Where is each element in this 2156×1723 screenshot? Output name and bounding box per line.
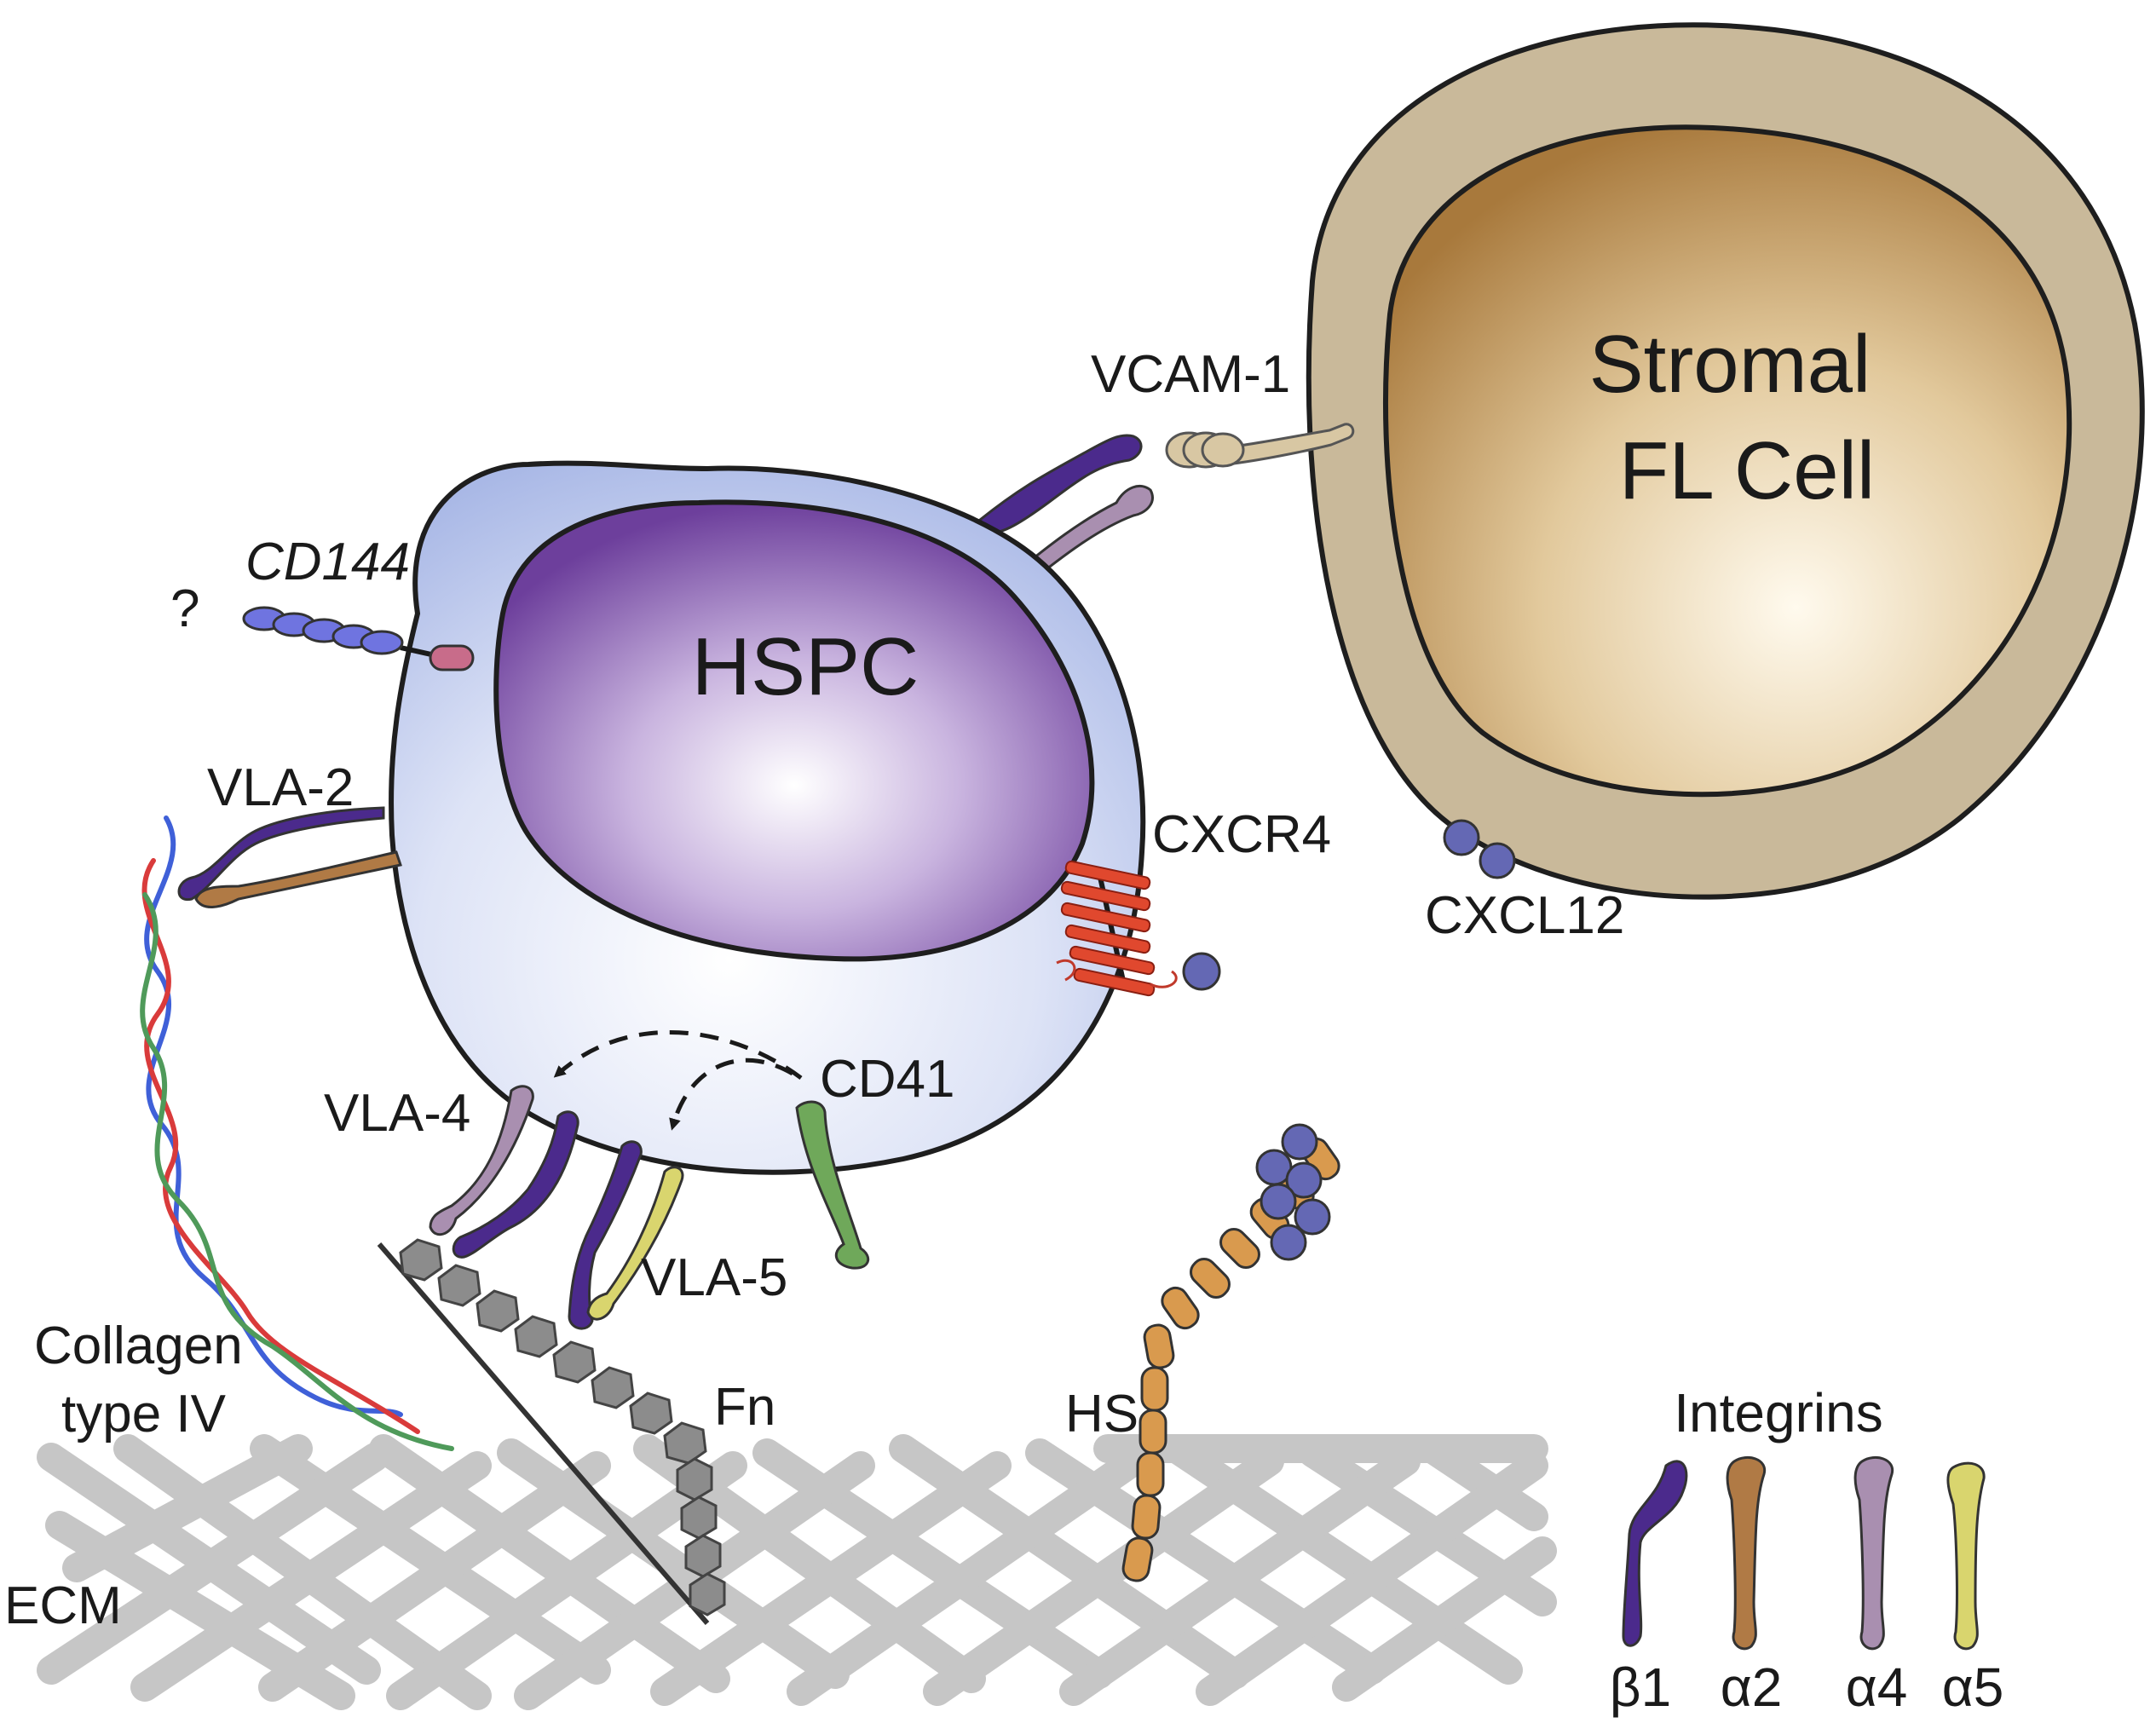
hspc-nucleus: [493, 499, 1095, 962]
collagen-type-iv-icon: [140, 815, 454, 1451]
beta1-integrin-icon: [1622, 1460, 1688, 1647]
fn-label: Fn: [714, 1378, 775, 1437]
cxcl12-cluster-icon: [1255, 1123, 1331, 1261]
fibronectin-chain: [377, 1238, 726, 1625]
vla5-label: VLA-5: [641, 1248, 787, 1307]
cxcr4-label: CXCR4: [1152, 805, 1331, 864]
stromal-nucleus: [1382, 124, 2072, 798]
collagen-label-line2: type IV: [61, 1385, 227, 1444]
legend-label-alpha5: α5: [1942, 1657, 2004, 1718]
beta1-integrin-icon: [977, 434, 1143, 534]
stromal-cell-label-line1: Stromal: [1589, 319, 1871, 410]
ecm-mesh: [37, 1434, 1557, 1710]
hspc-label: HSPC: [692, 621, 919, 712]
alpha4-integrin-icon: [1853, 1456, 1894, 1651]
legend-label-beta1: β1: [1610, 1657, 1671, 1718]
cd41-icon: [795, 1100, 870, 1270]
alpha4-integrin-icon: [429, 1085, 534, 1236]
vla4-label: VLA-4: [324, 1084, 470, 1143]
beta1-integrin-icon: [568, 1140, 643, 1330]
cd41-label: CD41: [820, 1050, 955, 1109]
integrins-legend: Integrins β1 α2 α4 α5: [1610, 1382, 2004, 1718]
cxcr4-receptor-icon: [1056, 860, 1221, 997]
hspc-cell: HSPC: [389, 460, 1146, 1175]
alpha5-integrin-icon: [586, 1166, 684, 1321]
vcam1-label: VCAM-1: [1091, 345, 1290, 404]
vla5-integrin-pair: [568, 1140, 684, 1330]
cxcl12-bound-icon: [1182, 952, 1221, 991]
legend-label-alpha4: α4: [1846, 1657, 1908, 1718]
stromal-fl-cell: Stromal FL Cell: [1306, 22, 2145, 900]
alpha5-integrin-icon: [1946, 1461, 1986, 1651]
collagen-label-line1: Collagen: [34, 1317, 243, 1375]
beta1-integrin-icon: [452, 1110, 579, 1259]
beta1-integrin-icon: [177, 806, 385, 902]
hs-label: HS: [1065, 1385, 1139, 1444]
vcam1-icon: [1165, 423, 1355, 469]
vla4-integrin-pair: [429, 1085, 579, 1259]
legend-label-alpha2: α2: [1721, 1657, 1783, 1718]
question-mark: ?: [170, 579, 199, 638]
cxcl12-chemokine-icon: [1443, 819, 1516, 879]
signaling-arrows: [553, 1030, 803, 1131]
vla4-vcam1-integrin-pair: [977, 434, 1154, 590]
alpha2-integrin-icon: [194, 850, 402, 908]
cxcl12-label: CXCL12: [1425, 886, 1624, 945]
stromal-cell-label-line2: FL Cell: [1619, 425, 1876, 516]
legend-title: Integrins: [1674, 1382, 1882, 1444]
vla2-label: VLA-2: [207, 758, 354, 817]
vla2-integrin-pair: [177, 806, 402, 908]
alpha2-integrin-icon: [1726, 1456, 1767, 1651]
cd144-icon: [242, 606, 475, 671]
ecm-label: ECM: [4, 1576, 122, 1635]
alpha4-integrin-icon: [1007, 485, 1154, 590]
cd144-label: CD144: [245, 533, 410, 591]
